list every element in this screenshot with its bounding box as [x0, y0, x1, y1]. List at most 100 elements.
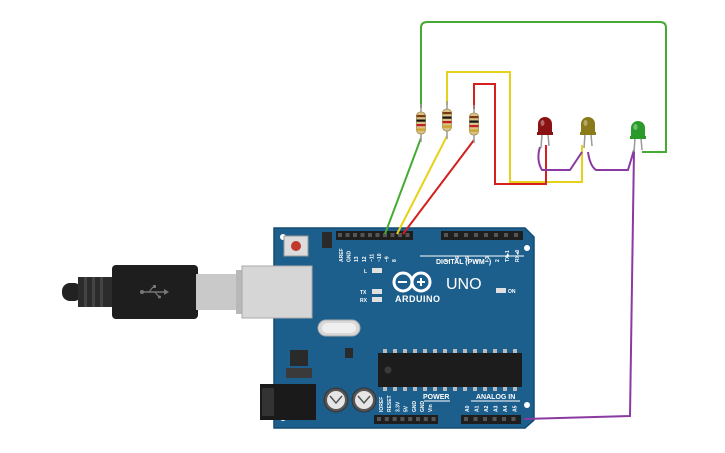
header-hole[interactable]	[384, 417, 389, 421]
led-yellow[interactable]	[580, 117, 596, 149]
chip-pin	[493, 349, 497, 353]
wire-purple-red-yellow[interactable]	[537, 146, 583, 171]
arduino-logo-icon	[392, 271, 432, 293]
brand-label: ARDUINO	[395, 294, 441, 304]
wire-green-pin13[interactable]	[384, 137, 422, 235]
wire-yellow-top[interactable]	[446, 71, 583, 183]
wire-green-top[interactable]	[420, 21, 667, 153]
pin-label: A2	[484, 405, 490, 412]
usb-symbol-icon	[140, 285, 169, 299]
led-l-indicator	[372, 268, 382, 273]
wire-purple-yellow-green[interactable]	[587, 149, 635, 171]
header-hole[interactable]	[502, 417, 506, 421]
header-hole[interactable]	[353, 233, 357, 237]
resistor-band	[442, 116, 452, 119]
resistor[interactable]	[469, 105, 479, 143]
pin-label: ~5	[465, 256, 471, 262]
voltage-regulator-tab	[286, 368, 312, 378]
header-hole[interactable]	[511, 417, 516, 421]
header-hole[interactable]	[338, 233, 342, 237]
chip-pin	[423, 387, 427, 391]
header-hole[interactable]	[390, 233, 395, 237]
header-hole[interactable]	[368, 233, 372, 237]
header-hole[interactable]	[464, 233, 468, 237]
wire-yellow-pin12[interactable]	[396, 135, 448, 235]
pin-label: 5V	[404, 405, 410, 412]
header-hole[interactable]	[464, 417, 468, 421]
header-hole[interactable]	[504, 233, 508, 237]
resistor-band	[442, 112, 452, 115]
header-hole[interactable]	[423, 417, 428, 421]
resistors[interactable]	[416, 101, 479, 143]
pin-label: A3	[494, 405, 500, 412]
analog-header[interactable]	[461, 415, 521, 424]
header-hole[interactable]	[400, 417, 405, 421]
chip-pin	[453, 387, 457, 391]
header-hole[interactable]	[375, 233, 380, 237]
power-header[interactable]	[374, 415, 438, 424]
header-hole[interactable]	[392, 417, 397, 421]
chip-pin	[413, 349, 417, 353]
header-hole[interactable]	[360, 233, 365, 237]
header-hole[interactable]	[474, 233, 478, 237]
resistor-band	[469, 120, 479, 123]
led-red[interactable]	[537, 117, 553, 149]
header-hole[interactable]	[492, 417, 497, 421]
wires[interactable]	[384, 21, 667, 420]
header-hole[interactable]	[431, 417, 436, 421]
header-hole[interactable]	[473, 417, 478, 421]
chip-pin	[403, 387, 407, 391]
header-hole[interactable]	[514, 233, 518, 237]
wire-red-top[interactable]	[473, 83, 547, 185]
header-hole[interactable]	[483, 417, 487, 421]
header-hole[interactable]	[345, 233, 350, 237]
resistor-band	[442, 121, 452, 124]
resistor[interactable]	[416, 104, 426, 142]
pin-label: Vin	[428, 404, 434, 412]
led-l-label: L	[364, 269, 367, 275]
chip-pin	[413, 387, 417, 391]
usb-rib	[92, 277, 95, 307]
pin-label: 13	[354, 256, 360, 262]
pin-label: A5	[513, 405, 519, 412]
led-green[interactable]	[630, 121, 646, 153]
usb-cable[interactable]	[62, 265, 244, 319]
header-hole[interactable]	[383, 233, 387, 237]
header-hole[interactable]	[405, 233, 410, 237]
led-tx-indicator	[372, 289, 382, 294]
mounting-hole	[524, 402, 530, 408]
header-hole[interactable]	[444, 233, 448, 237]
header-hole[interactable]	[398, 233, 402, 237]
pin-label: A4	[503, 405, 509, 412]
led-highlight	[540, 120, 545, 126]
wire-red-pin11[interactable]	[402, 139, 475, 235]
header-hole[interactable]	[377, 417, 381, 421]
resistor-band	[416, 128, 426, 131]
chip-pins-top	[383, 349, 517, 353]
pin-label: 3.3V	[395, 401, 401, 412]
chip-pin	[383, 387, 387, 391]
header-hole[interactable]	[484, 233, 488, 237]
header-hole[interactable]	[416, 417, 420, 421]
header-hole[interactable]	[408, 417, 413, 421]
reset-button[interactable]	[291, 241, 301, 251]
digital-header-left[interactable]	[336, 231, 413, 240]
resistor[interactable]	[442, 101, 452, 139]
chip-pins-bottom	[383, 387, 517, 391]
header-hole[interactable]	[454, 233, 458, 237]
wire-purple-gnd[interactable]	[523, 149, 635, 420]
chip-pin	[513, 387, 517, 391]
usb-strain-relief	[78, 277, 114, 307]
pin-label: 4	[475, 259, 481, 262]
chip-pin	[433, 349, 437, 353]
leds[interactable]	[537, 117, 646, 153]
led-body	[538, 117, 552, 134]
header-hole[interactable]	[494, 233, 498, 237]
led-on-label: ON	[508, 289, 516, 295]
digital-header-right[interactable]	[441, 231, 523, 240]
pin-label: IOREF	[379, 397, 385, 412]
